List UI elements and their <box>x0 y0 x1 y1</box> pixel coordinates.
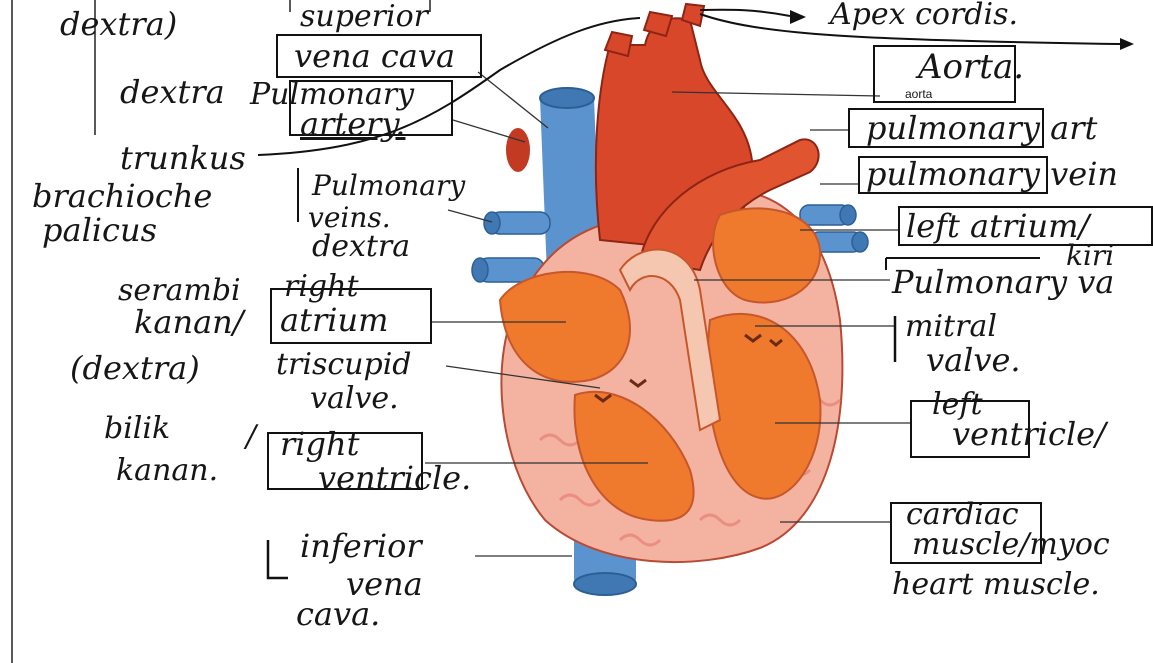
inferior-vena-cava-opening <box>574 573 636 595</box>
label-cardiac-1: cardiac <box>906 500 1019 530</box>
label-pulmonary-veins-2: veins. <box>308 204 391 232</box>
label-dextra-paren: (dextra) <box>70 352 200 384</box>
slash-mark-right-atrium: / <box>246 422 256 452</box>
label-palicus: palicus <box>42 214 157 246</box>
label-inferior: inferior <box>300 530 422 562</box>
label-kanan-slash: kanan/ <box>134 306 244 338</box>
label-pulmonary-artery-right: pulmonary art <box>866 112 1097 144</box>
label-pulmonary-artery-2: artery. <box>300 108 405 140</box>
label-kanan-dot: kanan. <box>116 456 218 486</box>
label-aorta-small: aorta <box>905 88 932 100</box>
label-brachioche: brachioche <box>32 180 212 212</box>
label-heart-muscle: heart muscle. <box>892 570 1100 600</box>
label-aorta: Aorta. <box>918 50 1024 84</box>
label-superior: superior <box>300 2 428 32</box>
label-serambi: serambi <box>118 276 241 306</box>
label-pulmonary-veins-3: dextra <box>312 232 410 262</box>
apex-arrow <box>790 10 806 24</box>
label-cardiac-2: muscle/myoc <box>912 530 1110 560</box>
label-mitral-1: mitral <box>905 312 997 342</box>
label-right-atrium-2: atrium <box>280 304 388 336</box>
right-pulmonary-artery-stub <box>506 128 530 172</box>
inferior-bracket <box>268 540 288 578</box>
label-vena-cava: vena cava <box>294 40 455 72</box>
aorta-arrow <box>1120 38 1134 50</box>
label-left-ventricle-2: ventricle/ <box>952 418 1106 450</box>
label-trunkus: trunkus <box>120 142 246 174</box>
label-apex: Apex cordis. <box>830 0 1018 30</box>
left-atrium-chamber <box>713 208 820 302</box>
label-mitral-2: valve. <box>926 344 1021 376</box>
superior-vena-cava-opening <box>540 88 594 108</box>
label-pulmonary-veins-1: Pulmonary <box>312 172 465 200</box>
label-bilik: bilik <box>104 414 170 444</box>
label-pulmonary-vein-right: pulmonary vein <box>866 158 1118 190</box>
label-right-atrium-1: right <box>284 272 359 302</box>
label-left-atrium: left atrium/ <box>906 210 1089 242</box>
label-dextra-left: dextra <box>120 76 225 108</box>
label-ifv-cava: cava. <box>296 598 380 630</box>
label-tricuspid-2: valve. <box>310 384 399 414</box>
label-pulmonary-valve: Pulmonary va <box>892 266 1114 298</box>
label-right-ventricle-1: right <box>280 428 359 460</box>
label-right-ventricle-2: ventricle. <box>318 462 471 494</box>
label-tricuspid-1: triscupid <box>276 350 412 380</box>
label-dextra-top: dextra) <box>60 8 177 40</box>
